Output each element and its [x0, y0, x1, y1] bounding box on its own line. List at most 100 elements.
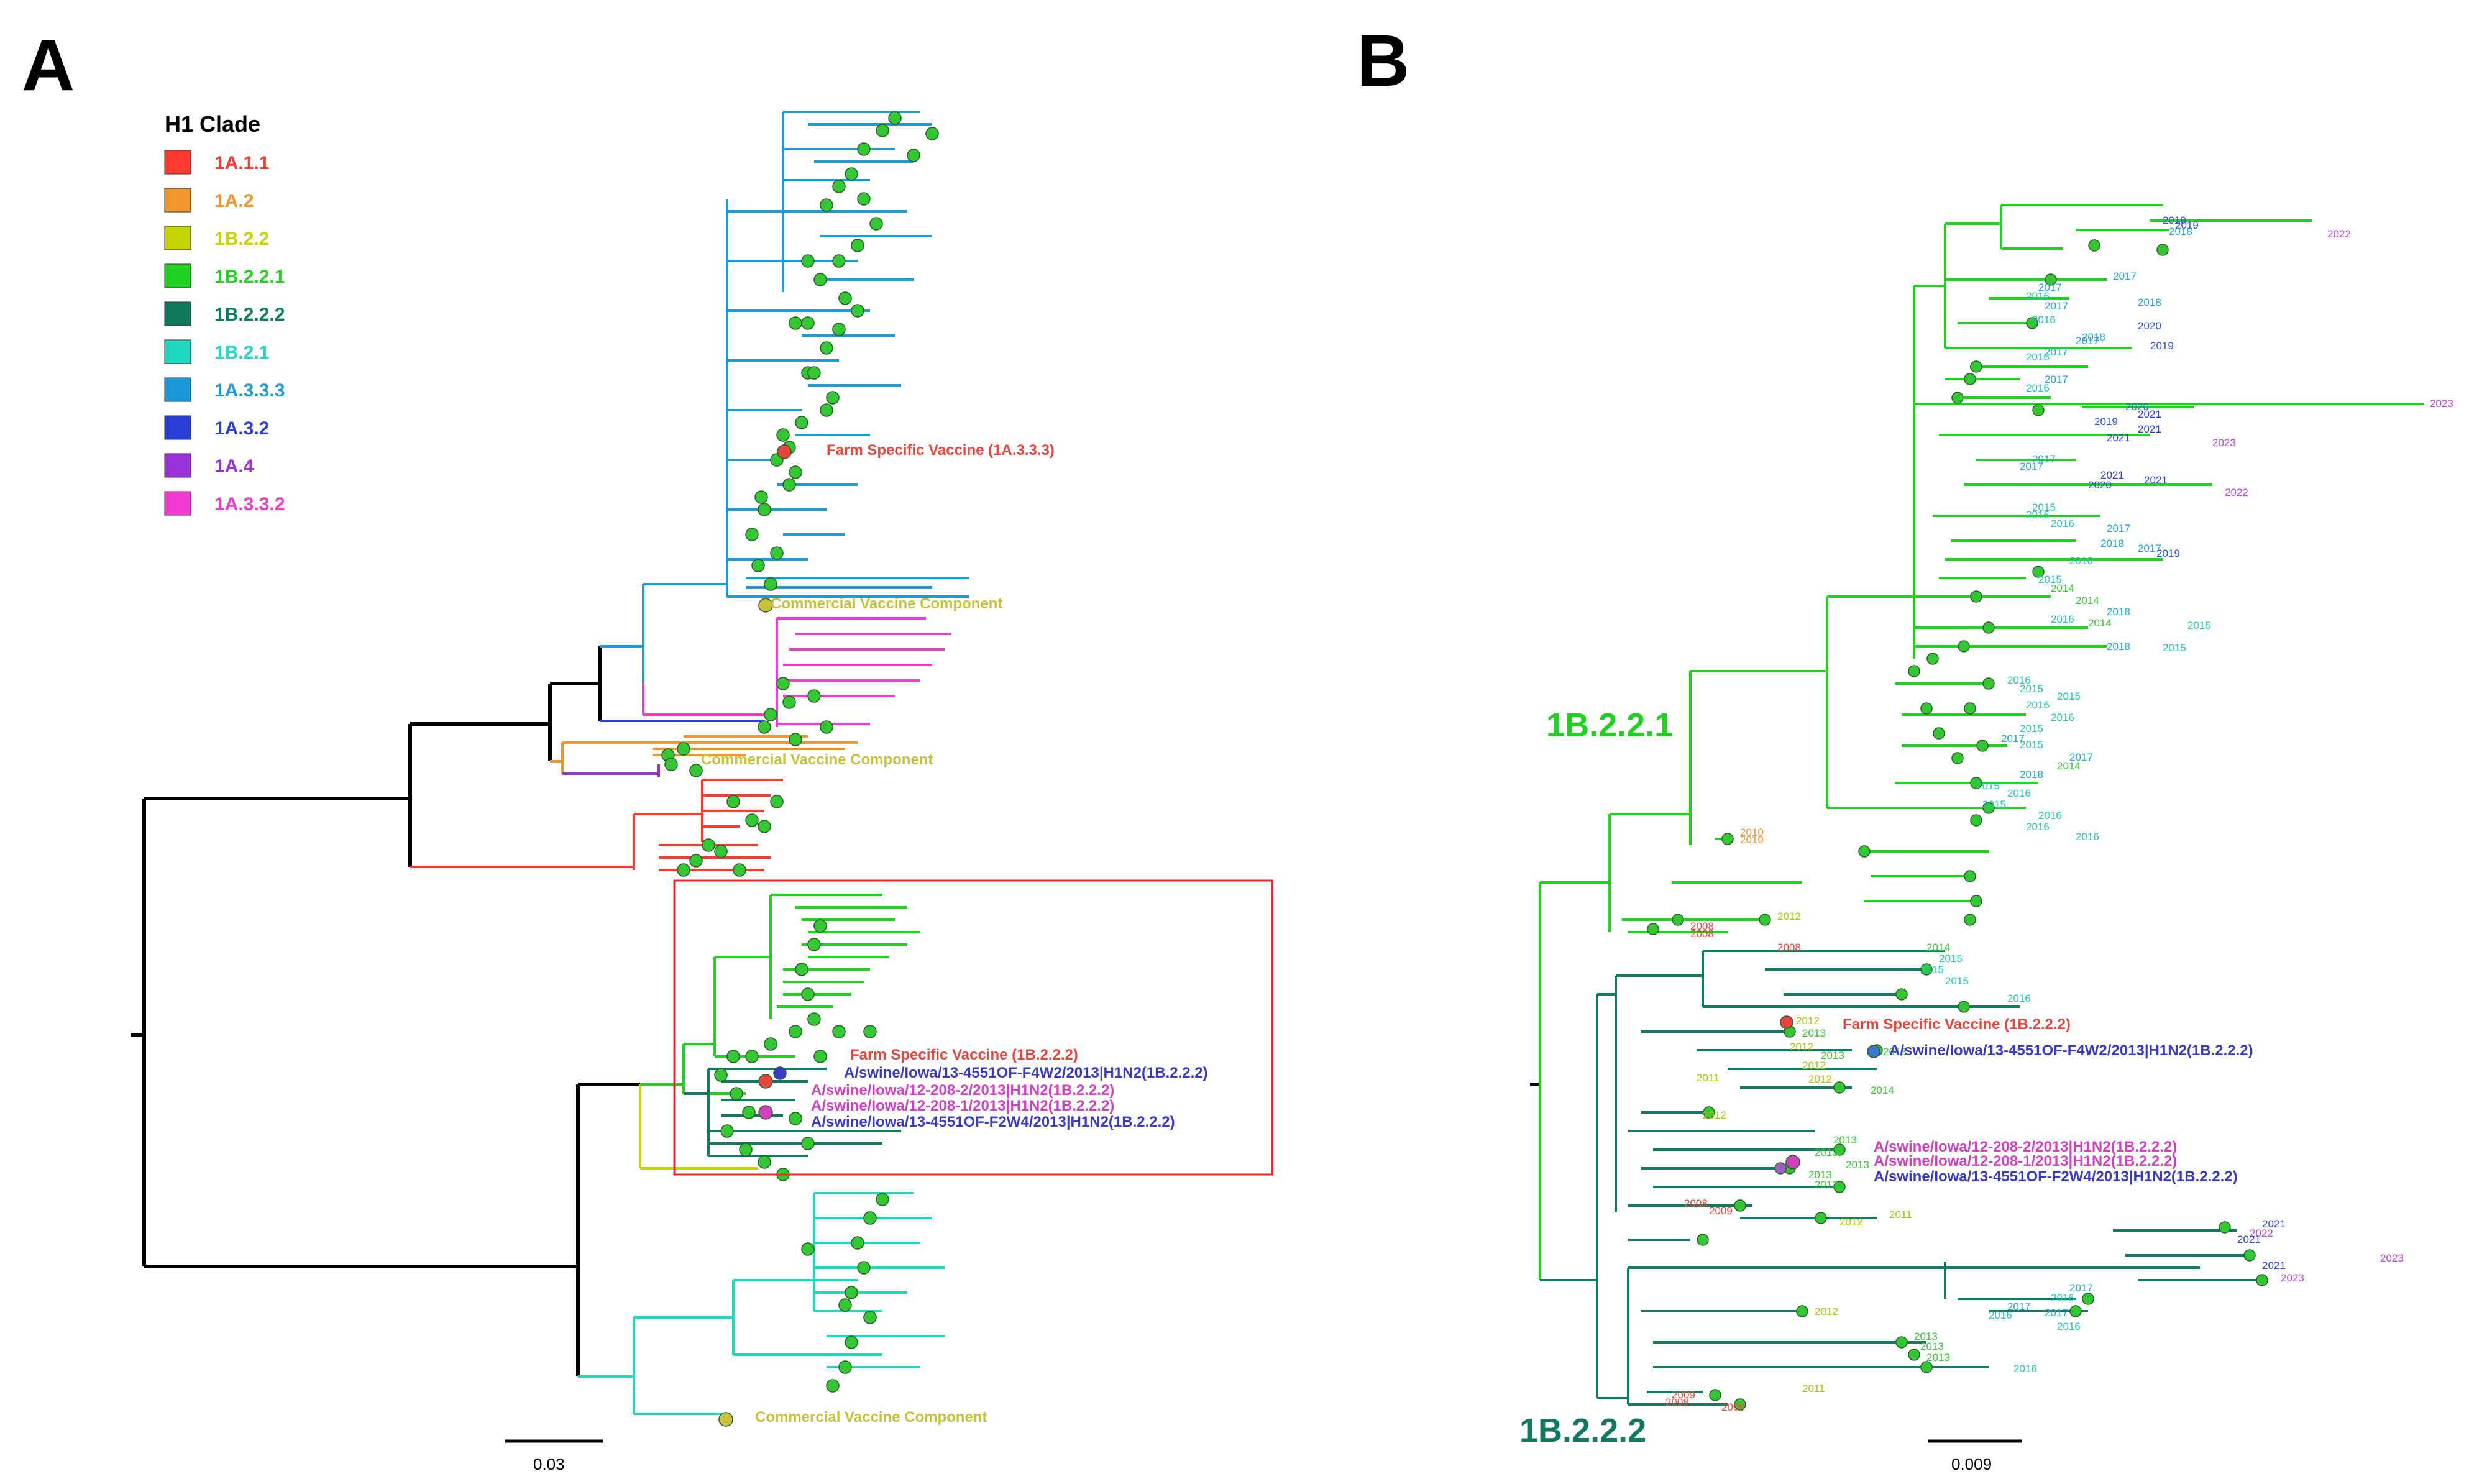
- tip-year-label: 2018: [2020, 769, 2043, 781]
- scale-bar-a: 0.03: [505, 1439, 603, 1473]
- annotation-strain-f4w2: A/swine/Iowa/13-4551OF-F4W2/2013|H1N2(1B…: [844, 1065, 1208, 1081]
- tip-dot: [795, 963, 808, 976]
- tip-dot: [689, 764, 703, 777]
- legend-label: 1B.2.1: [214, 342, 269, 363]
- tip-year-label: 2021: [2100, 469, 2124, 481]
- tip-year-label: 2015: [2187, 620, 2211, 631]
- tip-dot: [1958, 1001, 1970, 1013]
- tip-dot: [677, 863, 690, 877]
- tip-dot: [863, 1311, 877, 1324]
- tip-year-label: 2020: [2138, 320, 2161, 332]
- legend-label: 1B.2.2.2: [214, 305, 285, 325]
- tip-year-label: 2016: [2007, 787, 2031, 799]
- tree-b-annotations: Farm Specific Vaccine (1B.2.2.2) A/swine…: [1843, 1016, 2253, 1185]
- tip-year-label: 2017: [2038, 282, 2062, 293]
- tip-year-label: 2019: [2150, 340, 2174, 352]
- tip-year-label: 2017: [2069, 1282, 2093, 1294]
- tip-year-label: 2015: [2163, 642, 2186, 654]
- tip-year-label: 2018: [2107, 641, 2130, 653]
- tip-year-label: 2021: [2262, 1218, 2286, 1230]
- tip-dot: [1785, 1155, 1800, 1170]
- tip-dot: [1970, 814, 1982, 827]
- tip-year-label: 2012: [1808, 1073, 1832, 1085]
- tip-year-label: 2016: [2026, 509, 2050, 521]
- tip-year-label: 2023: [2430, 398, 2453, 410]
- tip-dot: [863, 1211, 877, 1225]
- tree-a-annotations: Farm Specific Vaccine (1A.3.3.3) Commerc…: [701, 442, 1208, 1426]
- tip-year-label: 2019: [2175, 219, 2199, 231]
- tip-year-label: 2019: [2094, 416, 2118, 428]
- tip-dot: [801, 1137, 815, 1150]
- tip-year-label: 2015: [2032, 502, 2056, 513]
- scale-label-a: 0.03: [533, 1455, 565, 1473]
- tip-dot: [2069, 1305, 2082, 1317]
- tip-dot: [664, 758, 678, 771]
- tip-year-label: 2012: [1839, 1216, 1863, 1228]
- tip-dot: [813, 919, 827, 933]
- tip-dot: [2032, 566, 2045, 578]
- tip-dot: [742, 1106, 756, 1119]
- tip-dot: [1970, 360, 1982, 373]
- tip-year-label: 2016: [2007, 674, 2031, 686]
- tip-dot: [1833, 1181, 1846, 1193]
- tip-dot: [851, 1236, 864, 1250]
- tip-dot: [1964, 702, 1976, 715]
- tip-dot: [1815, 1212, 1827, 1224]
- tip-year-label: 2018: [2100, 538, 2124, 549]
- clade-label-1b221: 1B.2.2.1: [1546, 707, 1673, 744]
- tip-dot: [845, 1335, 858, 1349]
- panel-b-letter: B: [1357, 20, 1409, 102]
- legend-swatch: [164, 339, 191, 364]
- tip-dot: [789, 733, 802, 746]
- tip-dot: [1647, 923, 1659, 935]
- tip-dot: [714, 1068, 728, 1082]
- tip-dot: [733, 863, 746, 877]
- panel-b: B: [1357, 20, 2453, 1473]
- tip-dot: [782, 695, 796, 709]
- tip-dot: [801, 254, 815, 268]
- annotation-commercial-vaccine: Commercial Vaccine Component: [771, 595, 1002, 612]
- tip-year-label: 2012: [1815, 1306, 1838, 1317]
- tip-dot: [832, 254, 846, 268]
- annotation-farm-vaccine-1a333: Farm Specific Vaccine (1A.3.3.3): [827, 442, 1055, 459]
- tip-year-label: 2017: [2045, 346, 2068, 358]
- tip-year-label: 2018: [2169, 226, 2192, 237]
- tip-dot: [838, 1298, 852, 1312]
- tip-dot: [1920, 963, 1933, 976]
- legend-swatch: [164, 150, 191, 175]
- tip-dot: [832, 1025, 846, 1038]
- tip-dot: [838, 1360, 852, 1374]
- tip-dot: [758, 820, 771, 833]
- tip-year-label: 2013: [1914, 1331, 1938, 1342]
- tip-dot: [1759, 914, 1771, 926]
- tip-year-label: 2013: [1815, 1147, 1838, 1158]
- tree-b-tip-dots: [1647, 239, 2268, 1411]
- tip-year-label: 2017: [2138, 543, 2161, 554]
- scale-bar-b: 0.009: [1928, 1439, 2022, 1473]
- tip-dot: [832, 323, 846, 336]
- tip-dot: [1721, 833, 1734, 845]
- tip-dot: [758, 1074, 773, 1089]
- tip-year-label: 2016: [2051, 712, 2074, 723]
- tip-dot: [789, 465, 802, 479]
- tree-a-backbone: [131, 646, 640, 1376]
- tip-year-label: 2015: [2020, 683, 2043, 695]
- tip-dot: [807, 1012, 821, 1026]
- tip-year-label: 2021: [2107, 432, 2130, 444]
- tip-dot: [2082, 1293, 2094, 1305]
- annotation-strain-12-208-2: A/swine/Iowa/12-208-2/2013|H1N2(1B.2.2.2…: [811, 1082, 1114, 1099]
- tip-dot: [826, 1379, 840, 1393]
- tip-year-label: 2015: [2020, 723, 2043, 735]
- tip-dot: [801, 316, 815, 330]
- tip-year-label: 2014: [2076, 595, 2099, 607]
- legend-label: 1A.3.3.3: [214, 380, 285, 401]
- annotation-strain-f2w4: A/swine/Iowa/13-4551OF-F2W4/2013|H1N2(1B…: [1874, 1168, 2238, 1185]
- tip-dot: [820, 341, 833, 355]
- tip-dot: [764, 1037, 777, 1051]
- tip-dot: [758, 598, 773, 613]
- tip-dot: [832, 180, 846, 193]
- panel-a: A H1 Clade 1A.1.11A.21B.2.21B.2.2.11B.2.…: [22, 24, 1273, 1473]
- tip-year-label: 2016: [2026, 821, 2050, 833]
- tip-year-label: 2012: [1790, 1041, 1813, 1053]
- tip-dot: [1951, 752, 1964, 764]
